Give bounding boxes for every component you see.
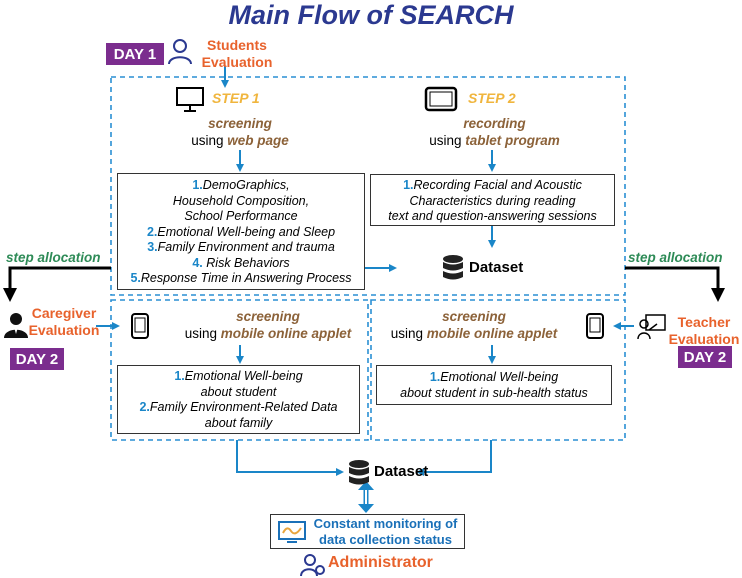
item-text: Emotional Well-being and Sleep <box>157 224 336 239</box>
monitoring-box: Constant monitoring of data collection s… <box>270 514 465 549</box>
item-number: 1. <box>192 178 203 192</box>
list-item: 1.Emotional Well-being <box>377 370 611 386</box>
item-text: Recording Facial and Acoustic <box>413 178 582 192</box>
list-item: 2.Emotional Well-being and Sleep <box>118 225 364 241</box>
step2-tool: tablet program <box>465 133 560 148</box>
item-number: 5. <box>130 271 141 285</box>
caregiver-tool: mobile online applet <box>220 326 352 341</box>
list-item: about family <box>118 416 359 432</box>
teacher-frame <box>370 299 626 441</box>
list-item: 1.DemoGraphics, <box>118 178 364 194</box>
list-item: 1.Emotional Well-being <box>118 369 359 385</box>
caregiver-label-line1: Caregiver <box>31 305 97 321</box>
list-item: School Performance <box>118 209 364 225</box>
step1-label: STEP 1 <box>212 90 260 106</box>
dataset-label: Dataset <box>469 259 524 276</box>
database-icon <box>443 255 463 280</box>
students-label: Students Evaluation <box>196 37 278 71</box>
teacher-tool: mobile online applet <box>426 326 558 341</box>
teacher-caption: screening using mobile online applet <box>374 308 574 342</box>
list-item: text and question-answering sessions <box>371 209 614 225</box>
item-number: 2. <box>139 400 150 414</box>
item-text: DemoGraphics, <box>202 178 290 192</box>
item-number: 4. <box>192 255 203 270</box>
item-text: text and question-answering sessions <box>388 209 597 223</box>
admin-icon <box>300 554 325 577</box>
item-text: Household Composition, <box>172 193 310 208</box>
step1-caption: screening using web page <box>175 115 305 149</box>
teacher-method: screening <box>442 309 506 324</box>
step2-label: STEP 2 <box>468 90 516 106</box>
item-number: 3. <box>147 240 158 254</box>
students-label-line1: Students <box>207 37 267 53</box>
step1-method: screening <box>208 116 272 131</box>
list-item: about student in sub-health status <box>377 386 611 402</box>
list-item: 1.Recording Facial and Acoustic <box>371 178 614 194</box>
caregiver-using: using <box>184 326 217 341</box>
list-item: Household Composition, <box>118 194 364 210</box>
day1-frame <box>110 76 626 296</box>
database-icon <box>349 460 369 485</box>
teacher-day-badge: DAY 2 <box>678 346 732 368</box>
dataset2-label: Dataset <box>374 463 429 480</box>
item-text: Emotional Well-being <box>440 370 559 384</box>
item-text: Emotional Well-being <box>184 369 303 383</box>
item-number: 2. <box>146 224 158 239</box>
teacher-label-line2: Evaluation <box>668 331 740 347</box>
item-text: about family <box>204 415 273 430</box>
caregiver-label: Caregiver Evaluation <box>28 305 100 339</box>
step1-using: using <box>191 133 224 148</box>
step2-method: recording <box>463 116 526 131</box>
caregiver-caption: screening using mobile online applet <box>172 308 364 342</box>
monitor-icon <box>176 87 204 112</box>
step1-tool: web page <box>227 133 289 148</box>
caregiver-label-line2: Evaluation <box>28 322 100 338</box>
allocation-right: step allocation <box>628 250 723 265</box>
item-text: Family Environment-Related Data <box>149 400 338 414</box>
phone-icon <box>586 313 604 339</box>
step2-caption: recording using tablet program <box>427 115 562 149</box>
caregiver-day-badge: DAY 2 <box>10 348 64 370</box>
monitoring-line1: Constant monitoring of <box>313 515 458 531</box>
students-label-line2: Evaluation <box>201 54 273 70</box>
phone-icon <box>131 313 149 339</box>
teacher-label: Teacher Evaluation <box>668 314 740 348</box>
list-item: about student <box>118 385 359 401</box>
chart-icon <box>278 520 306 543</box>
item-number: 1. <box>429 370 441 384</box>
item-text: Characteristics during reading <box>409 193 576 208</box>
list-item: 3.Family Environment and trauma <box>118 240 364 256</box>
day1-badge: DAY 1 <box>106 43 164 65</box>
item-text: School Performance <box>184 209 298 223</box>
list-item: Characteristics during reading <box>371 194 614 210</box>
tablet-icon <box>424 86 458 112</box>
list-item: 5.Response Time in Answering Process <box>118 271 364 287</box>
teacher-label-line1: Teacher <box>677 314 731 330</box>
caregiver-method: screening <box>236 309 300 324</box>
step2-using: using <box>429 133 462 148</box>
step2-items-box: 1.Recording Facial and Acoustic Characte… <box>370 174 615 226</box>
item-text: about student in sub-health status <box>400 385 588 400</box>
item-text: Family Environment and trauma <box>157 240 335 254</box>
monitoring-line2: data collection status <box>319 531 452 547</box>
item-text: Response Time in Answering Process <box>140 271 352 285</box>
list-item: 2.Family Environment-Related Data <box>118 400 359 416</box>
step1-items-box: 1.DemoGraphics, Household Composition, S… <box>117 173 365 290</box>
list-item: 4. Risk Behaviors <box>118 256 364 272</box>
item-text: about student <box>200 384 277 399</box>
teacher-using: using <box>390 326 423 341</box>
caregiver-items-box: 1.Emotional Well-being about student 2.F… <box>117 365 360 434</box>
page-title: Main Flow of SEARCH <box>228 0 514 30</box>
caregiver-frame <box>110 299 369 441</box>
item-number: 1. <box>174 369 185 383</box>
item-text: Risk Behaviors <box>202 255 290 270</box>
allocation-left: step allocation <box>6 250 101 265</box>
user-icon <box>168 39 192 65</box>
item-number: 1. <box>403 178 414 192</box>
caregiver-icon <box>4 313 28 338</box>
administrator-label: Administrator <box>328 554 433 571</box>
teacher-icon <box>637 314 666 340</box>
teacher-items-box: 1.Emotional Well-being about student in … <box>376 365 612 405</box>
